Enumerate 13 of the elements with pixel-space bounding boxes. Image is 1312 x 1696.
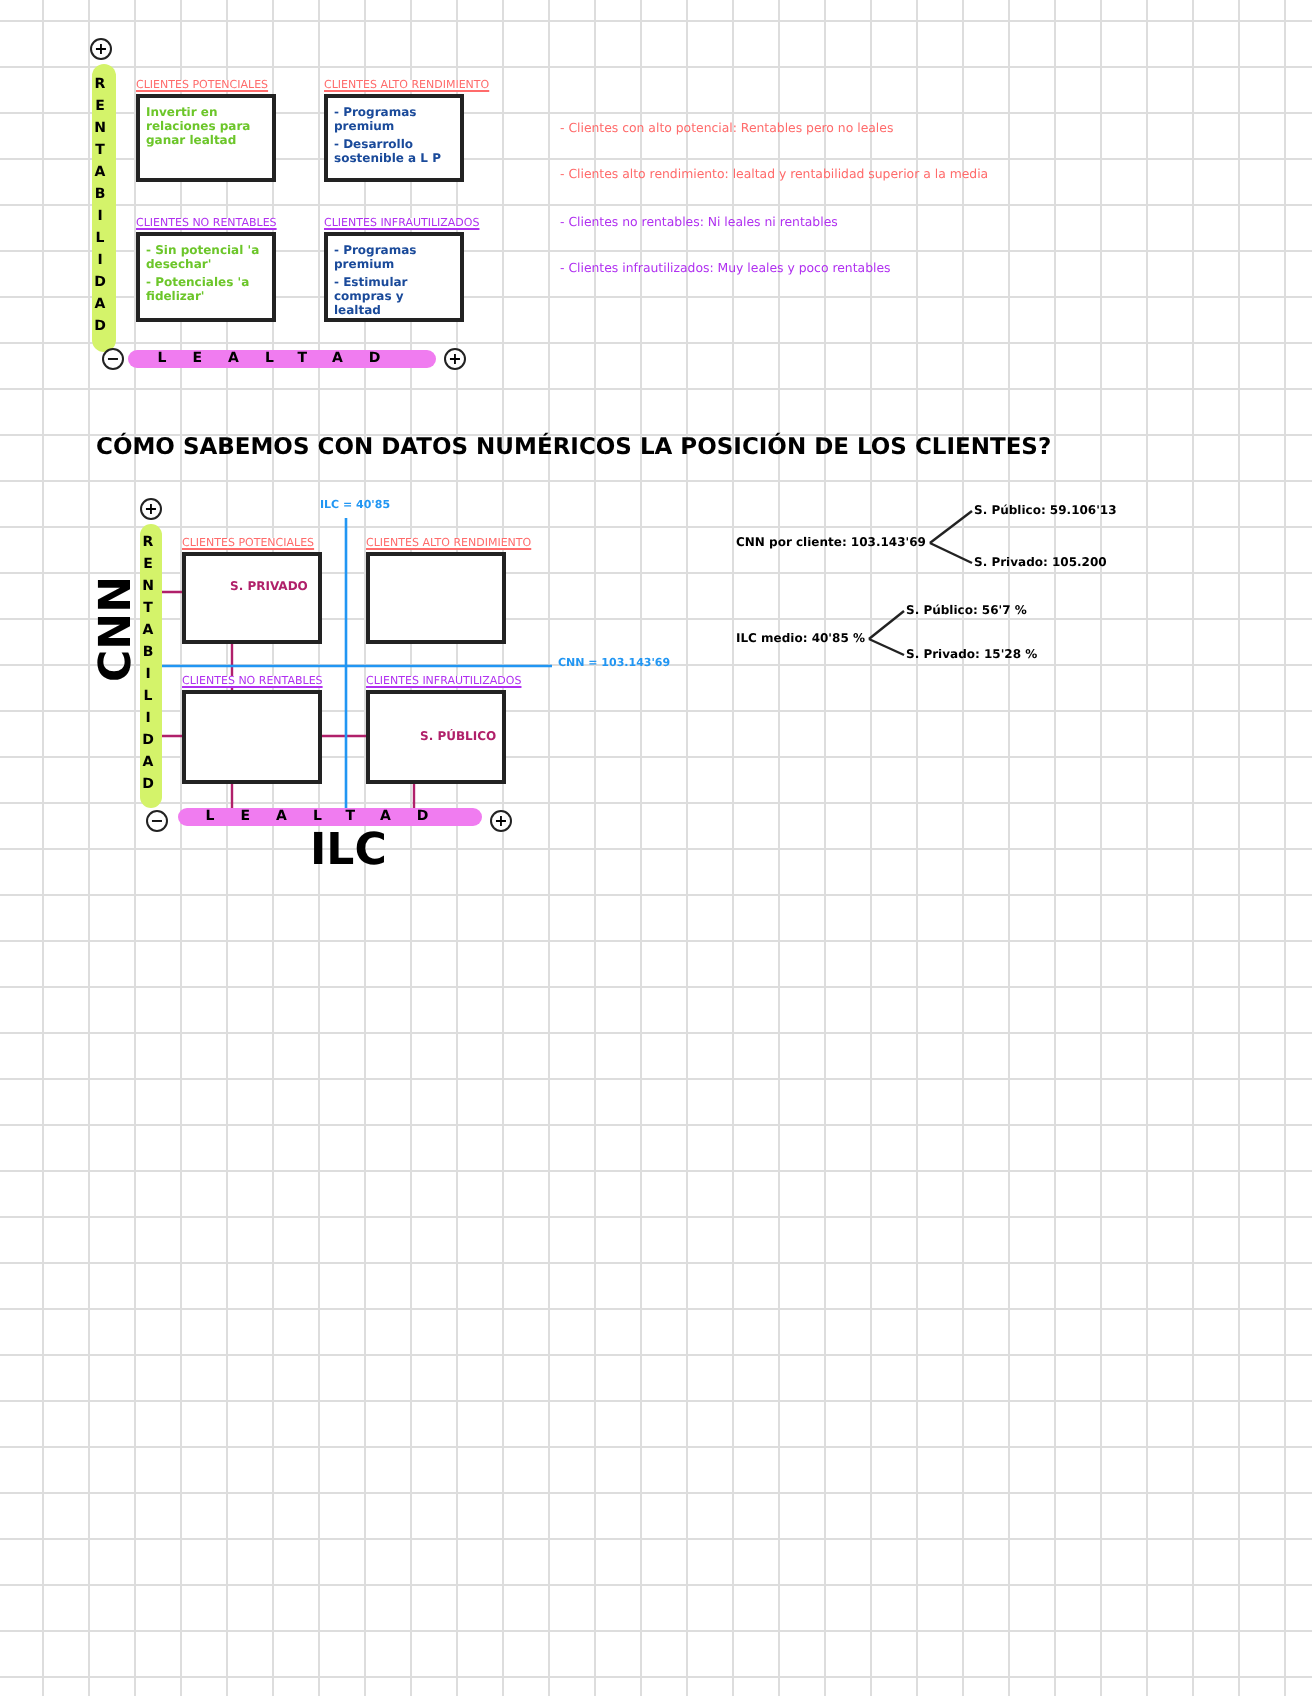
sign-circle: +	[90, 38, 112, 60]
branch-line	[929, 541, 973, 565]
sign-circle: +	[444, 348, 466, 370]
axis-title: ILC	[310, 826, 387, 876]
sign-circle: −	[146, 810, 168, 832]
branch-line	[929, 510, 973, 544]
sign-circle: +	[140, 498, 162, 520]
branch-line	[868, 610, 905, 640]
sign-circle: +	[490, 810, 512, 832]
question-heading: CÓMO SABEMOS CON DATOS NUMÉRICOS LA POSICIÓN DE LOS CLIENTES?	[96, 432, 1052, 460]
sign-circle: −	[102, 348, 124, 370]
axis-title: CNN	[92, 576, 142, 682]
branch-line	[868, 637, 905, 657]
